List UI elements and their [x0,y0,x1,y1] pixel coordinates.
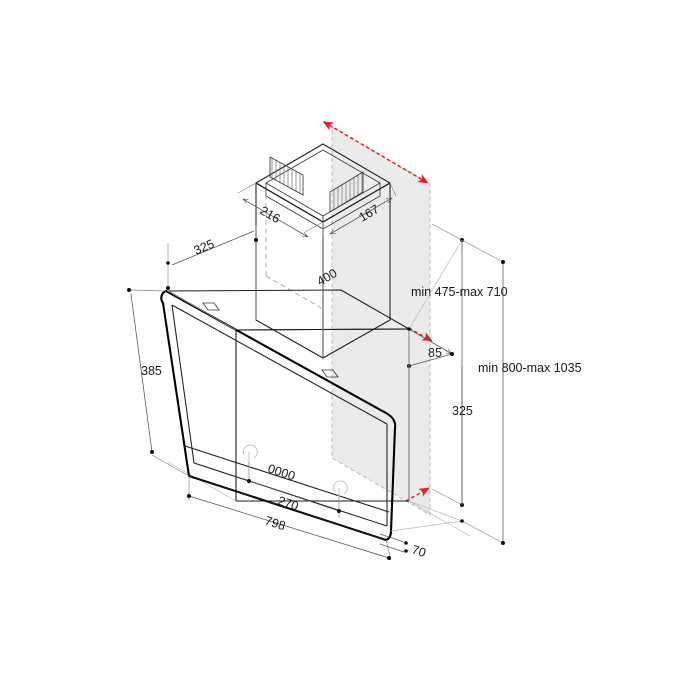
control-strip-lower-edge [188,475,387,541]
ext-total-b [461,520,504,544]
dimension-70: 70 [379,533,428,561]
dimension-label-325-bottom: 325 [452,404,473,418]
dimpoint-total-a [501,260,505,264]
inclined-glass-front-panel [160,289,397,542]
glass-top-right-corner [384,411,397,430]
ext-385-b [151,454,190,477]
ref-line-d [167,290,237,331]
dimension-270: 270 [247,462,341,518]
dimension-325-top: 325 [166,225,258,320]
glass-top-left-corner [160,289,168,305]
dimension-325-bottom: 325 [452,366,473,505]
ext-167-b [389,182,397,197]
dimpoint-total-b [501,541,505,545]
dimension-label-total-range: min 800-max 1035 [478,361,582,375]
ext-385-a [128,289,167,292]
ref-dot-c [166,286,170,290]
dimpoint-270-b [337,509,341,513]
dimline-798 [188,495,390,559]
red-mounting-direction-arrows [322,121,433,502]
control-strip-upper-edge [184,445,390,513]
reference-construction-lines [166,239,464,532]
ref-dot-b [166,261,170,265]
dimline-167 [330,198,392,234]
glass-left-edge [161,301,191,478]
ref-dot-d [460,519,464,523]
dimline-270 [248,480,340,512]
dimpoint-325t-b [254,238,258,242]
dimpoint-385-a [127,288,131,292]
bracket-tab-right [321,369,339,378]
mounting-brackets [202,302,339,378]
dimline-70-b [379,543,405,553]
dimline-85-lower [408,353,453,367]
dimline-216 [243,199,308,237]
glass-right-edge [389,426,397,533]
dimension-798: 798 [187,476,392,561]
ref-dot-a [407,327,411,331]
dimension-label-798: 798 [263,514,287,534]
dimline-70-a [379,533,405,543]
glass-inner-top-line [171,304,388,425]
ref-line-b [408,500,463,522]
dimpoint-270-a [247,479,251,483]
mounting-wall-plane [331,126,431,516]
dimension-label-216: 216 [258,203,283,226]
dimpoint-385-b [150,450,154,454]
glass-inner-left-line [171,304,195,464]
hood-bottom-right-ghost [408,500,471,537]
red-arrow-bottom [405,487,430,502]
dimpoint-85-a [450,352,454,356]
chimney-louver-frame-left [269,156,304,196]
dimension-label-chimney-range: min 475-max 710 [411,285,508,299]
dimline-385 [130,293,153,453]
control-knob-icon-left[interactable] [242,444,258,465]
chimney-hidden-floor [265,275,324,310]
ref-line-c [390,520,463,532]
ext-216-a [237,182,257,194]
dimpoint-70-a [404,541,408,545]
dimension-label-270: 270 [276,494,300,514]
dimension-total-range: min 800-max 1035 [461,239,582,545]
dimline-85-upper [408,328,452,354]
hood-bottom-left-ghost [167,461,237,502]
dimpoint-798-a [187,494,191,498]
dimline-325-top [171,230,255,266]
dimension-label-70: 70 [410,543,428,561]
ext-range-a [431,223,463,241]
control-display-value: 0000 [266,462,297,484]
ext-total-a [461,239,504,263]
dimpoint-798-b [387,556,391,560]
bracket-tab-left [202,302,220,311]
dimension-label-85: 85 [428,346,442,360]
glass-top-edge [164,289,388,415]
dimpoint-70-b [404,549,408,553]
ext-range-b [431,488,463,506]
glass-bottom-right-corner [384,529,393,542]
red-arrow-top [322,121,429,184]
ref-line-a [408,239,463,330]
dimension-385: 385 [127,288,190,477]
dimension-label-325-top: 325 [192,237,217,258]
red-arrow-middle [408,327,433,342]
dimension-label-385: 385 [141,364,162,378]
